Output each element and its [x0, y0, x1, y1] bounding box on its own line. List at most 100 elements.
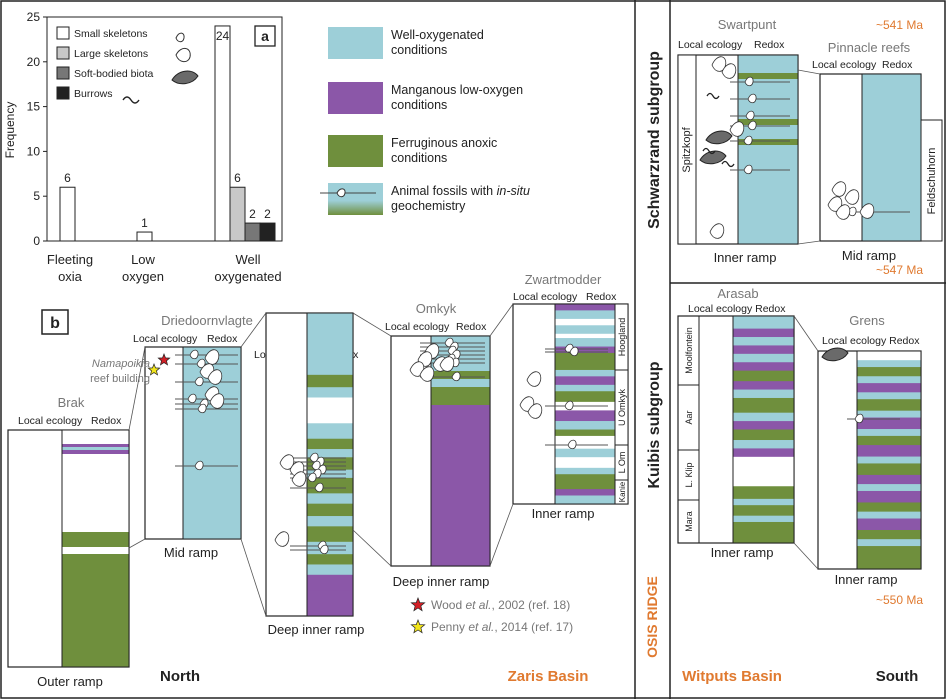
- redox-band: [857, 399, 921, 412]
- redox-band: [307, 397, 353, 424]
- correlation-line: [489, 303, 514, 337]
- redox-band: [555, 435, 615, 450]
- fossil-icon: [309, 452, 319, 463]
- x-label-2-line1: Well: [235, 252, 260, 267]
- redox-band: [307, 590, 353, 617]
- redox-band: [62, 430, 129, 445]
- fossil-icon: [729, 121, 745, 137]
- key-label-1-line2: conditions: [391, 98, 447, 112]
- omkyk-ecology-header: Local ecology: [385, 321, 450, 333]
- redox-band: [307, 449, 353, 458]
- legend-swatch-1: [56, 46, 70, 60]
- kuibis-subgroup-label: Kuibis subgroup: [646, 361, 663, 488]
- redox-band: [857, 546, 921, 570]
- y-tick-label: 20: [27, 55, 41, 69]
- burrow-icon: [706, 92, 720, 100]
- redox-band: [62, 444, 129, 448]
- redox-band: [555, 369, 615, 377]
- arasab-unit-2: L. Klip: [684, 462, 694, 487]
- redox-band: [857, 360, 921, 368]
- pinnacle-ramp: Mid ramp: [842, 248, 896, 263]
- svg-text:b: b: [50, 315, 60, 332]
- correlation-line: [128, 346, 146, 431]
- zwart-unit-box: [614, 479, 629, 505]
- brak-redox-header: Redox: [91, 415, 122, 427]
- legend-swatch-3: [56, 86, 70, 100]
- burrow-icon: [122, 96, 140, 104]
- fossil-icon: [319, 544, 329, 555]
- dried-ecology-header: Local ecology: [133, 333, 198, 345]
- x-label-0-line1: Fleeting: [47, 252, 93, 267]
- age-550: ~550 Ma: [876, 593, 923, 607]
- redox-band: [555, 376, 615, 386]
- fossil-icon: [527, 403, 543, 419]
- fossil-icon: [207, 369, 223, 385]
- reef-note-line2: reef building: [90, 373, 150, 385]
- redox-band: [857, 429, 921, 437]
- fossil-icon: [844, 189, 860, 205]
- key-swatch-ferruginous: [328, 135, 383, 167]
- zebra-ramp: Deep inner ramp: [268, 622, 365, 637]
- redox-band: [555, 304, 615, 311]
- y-tick-label: 0: [33, 234, 40, 248]
- pinnacle-redox-header: Redox: [882, 59, 913, 71]
- redox-band: [857, 351, 921, 361]
- redox-band: [733, 505, 794, 517]
- redox-band: [857, 539, 921, 547]
- redox-band: [733, 337, 794, 346]
- swart-ramp: Inner ramp: [714, 250, 777, 265]
- fossil-icon: [291, 471, 307, 487]
- key-label-1-line1: Manganous low-oxygen: [391, 83, 523, 97]
- correlation-line: [489, 503, 514, 567]
- redox-band: [555, 467, 615, 475]
- bar-value-label: 6: [234, 171, 241, 185]
- correlation-line: [352, 312, 392, 337]
- fossil-icon: [209, 393, 225, 409]
- redox-band: [733, 345, 794, 355]
- redox-band: [555, 338, 615, 348]
- grens-name: Grens: [849, 313, 885, 328]
- redox-band: [555, 346, 615, 354]
- fossil-icon: [747, 120, 757, 131]
- references: Wood et al., 2002 (ref. 18)Penny et al.,…: [410, 597, 573, 634]
- redox-band: [857, 435, 921, 446]
- legend-swatch-2: [56, 66, 70, 80]
- small-skeleton-icon: [175, 32, 185, 43]
- zwart-ramp: Inner ramp: [532, 506, 595, 521]
- redox-band: [733, 515, 794, 523]
- large-skeleton-icon: [175, 48, 191, 63]
- soft-bodied-icon: [171, 70, 199, 85]
- correlation-line: [797, 240, 821, 245]
- redox-band: [555, 410, 615, 422]
- y-tick-label: 10: [27, 144, 41, 158]
- redox-band: [733, 498, 794, 506]
- fossil-icon: [189, 349, 199, 360]
- legend-label-0: Small skeletons: [74, 28, 148, 40]
- ref-0: Wood et al., 2002 (ref. 18): [431, 598, 570, 612]
- key-swatch-manganous: [328, 82, 383, 114]
- fossil-icon: [827, 196, 843, 212]
- key-fossil-icon: [336, 188, 346, 198]
- redox-band: [62, 532, 129, 548]
- redox-band: [431, 371, 490, 380]
- pinnacle-ecology-header: Local ecology: [812, 59, 877, 71]
- redox-band: [555, 384, 615, 392]
- fossil-icon: [314, 482, 324, 493]
- redox-band: [857, 417, 921, 430]
- key-swatch-oxic: [328, 27, 383, 59]
- redox-band: [857, 490, 921, 503]
- yellow-star-ref-icon: [410, 619, 426, 634]
- fossil-icon: [743, 135, 753, 146]
- fossil-icon: [854, 413, 864, 424]
- redox-band: [733, 381, 794, 391]
- swartpunt-name: Swartpunt: [718, 17, 777, 32]
- swart-ecology-header: Local ecology: [678, 39, 743, 51]
- redox-band: [738, 145, 798, 245]
- redox-band: [857, 456, 921, 464]
- reef-note-line1: Namapoikia: [92, 358, 150, 370]
- fossil-icon: [196, 358, 206, 369]
- redox-band: [62, 450, 129, 455]
- grens-ramp: Inner ramp: [835, 572, 898, 587]
